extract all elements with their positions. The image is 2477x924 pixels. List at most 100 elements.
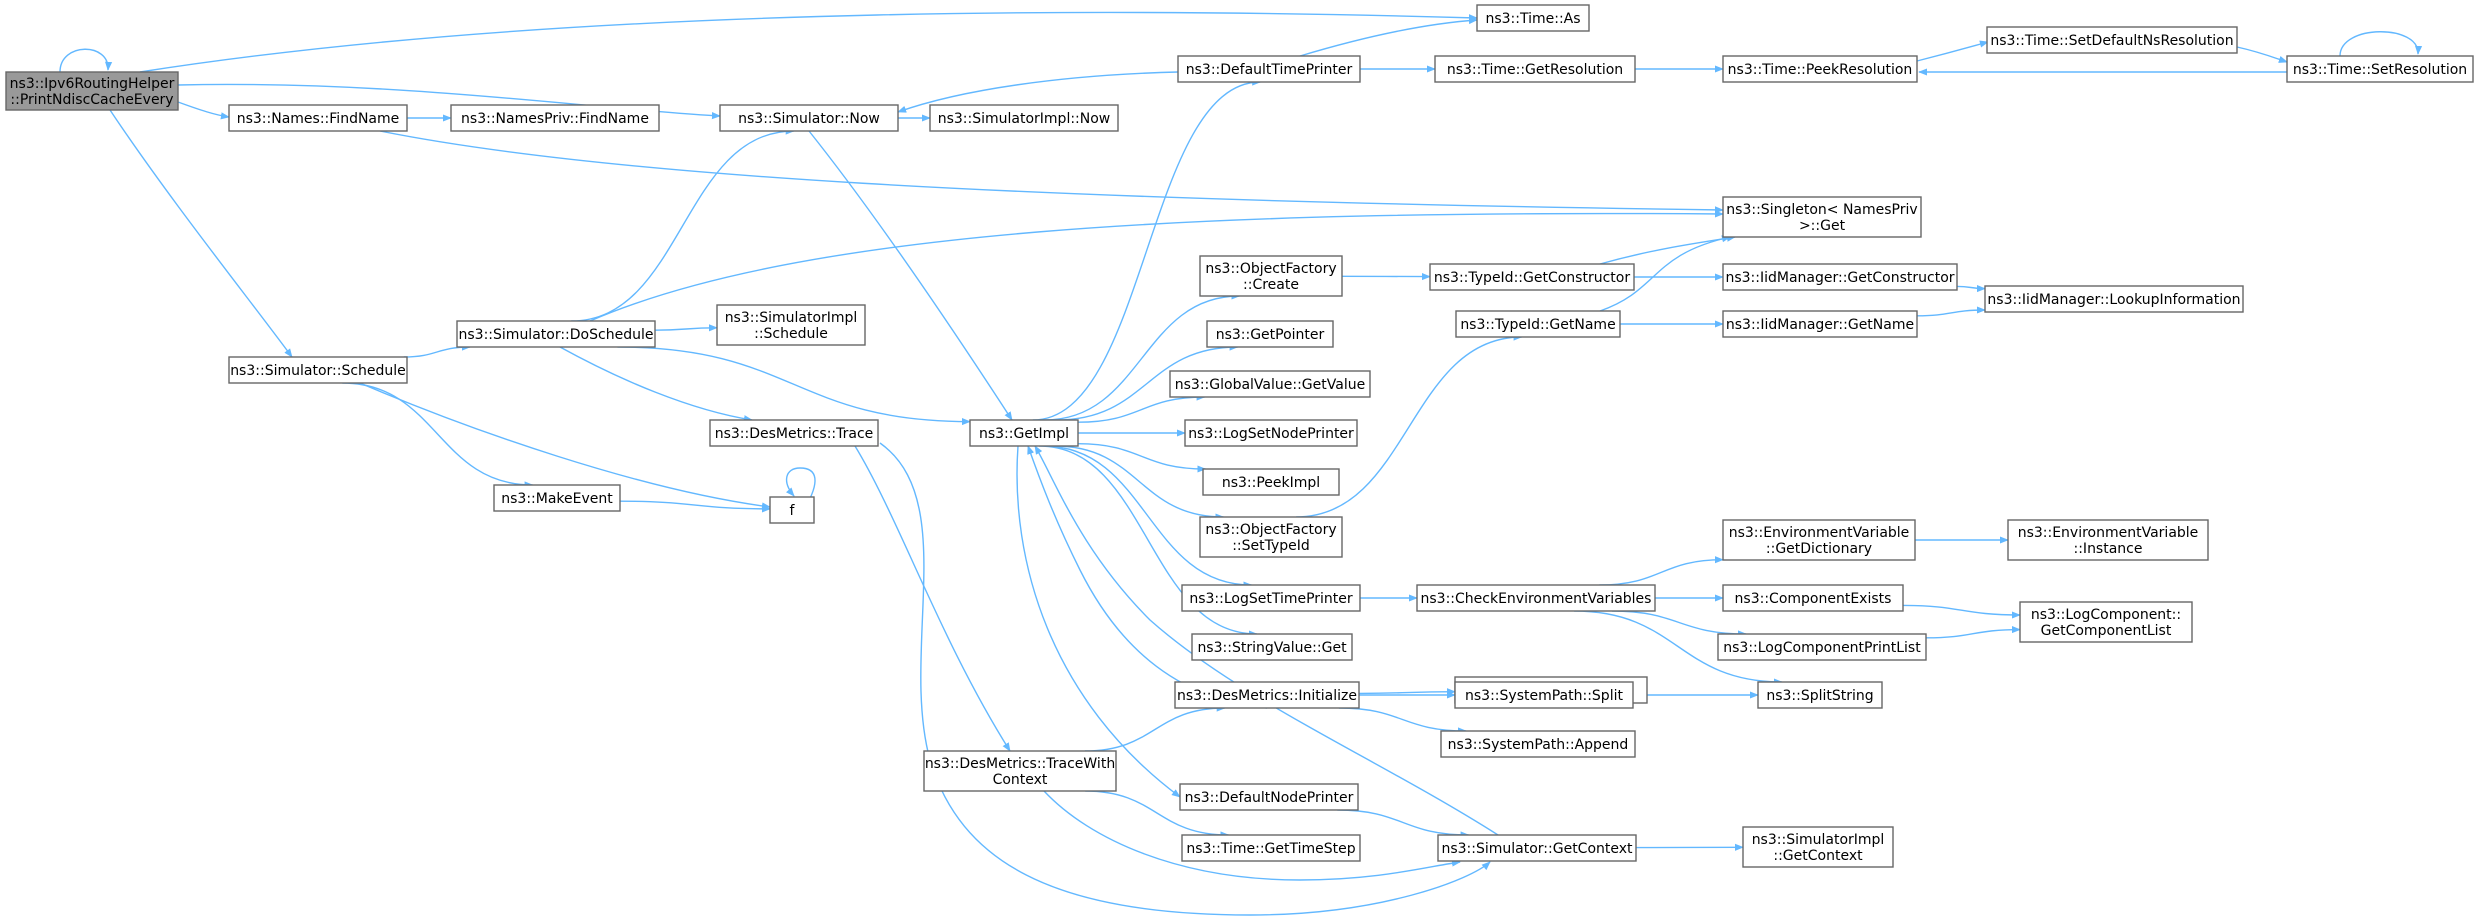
- node-box[interactable]: [1742, 826, 1894, 868]
- node-make-event[interactable]: ns3::MakeEvent: [493, 484, 621, 512]
- node-objfactory-settypeid[interactable]: ns3::ObjectFactory::SetTypeId: [1199, 516, 1343, 558]
- node-names-findname[interactable]: ns3::Names::FindName: [228, 104, 408, 132]
- node-get-impl[interactable]: ns3::GetImpl: [969, 419, 1079, 447]
- node-box[interactable]: [228, 356, 408, 384]
- node-box[interactable]: [1434, 55, 1636, 83]
- node-box[interactable]: [2019, 601, 2193, 643]
- node-box[interactable]: [228, 104, 408, 132]
- node-box[interactable]: [716, 304, 866, 346]
- node-box[interactable]: [493, 484, 621, 512]
- node-box[interactable]: [1191, 633, 1353, 661]
- node-box[interactable]: [2286, 55, 2474, 83]
- node-box[interactable]: [1986, 26, 2238, 54]
- node-box[interactable]: [450, 104, 660, 132]
- node-globalvalue-getvalue[interactable]: ns3::GlobalValue::GetValue: [1169, 370, 1371, 398]
- node-logset-nodeprinter[interactable]: ns3::LogSetNodePrinter: [1184, 419, 1358, 447]
- node-time-peekres[interactable]: ns3::Time::PeekResolution: [1722, 55, 1918, 83]
- edge-get_impl-to-peek_impl: [1077, 443, 1207, 473]
- node-box[interactable]: [1722, 55, 1918, 83]
- node-time-gettimestep[interactable]: ns3::Time::GetTimeStep: [1181, 834, 1361, 862]
- node-typeid-getname[interactable]: ns3::TypeId::GetName: [1455, 310, 1621, 338]
- node-box[interactable]: [456, 320, 656, 348]
- node-component-exists[interactable]: ns3::ComponentExists: [1722, 584, 1904, 612]
- node-iidmgr-lookup[interactable]: ns3::IidManager::LookupInformation: [1984, 285, 2244, 313]
- node-desmetrics-init[interactable]: ns3::DesMetrics::Initialize: [1174, 681, 1360, 709]
- node-root[interactable]: ns3::Ipv6RoutingHelper::PrintNdiscCacheE…: [5, 71, 179, 111]
- node-logcomp-getlist[interactable]: ns3::LogComponent::GetComponentList: [2019, 601, 2193, 643]
- node-box[interactable]: [1206, 320, 1334, 348]
- edge-path: [1925, 626, 2021, 639]
- node-box[interactable]: [1181, 834, 1361, 862]
- node-box[interactable]: [2007, 519, 2209, 561]
- node-sim-getcontext[interactable]: ns3::Simulator::GetContext: [1437, 834, 1637, 862]
- node-sim-schedule[interactable]: ns3::Simulator::Schedule: [228, 356, 408, 384]
- node-stringvalue-get[interactable]: ns3::StringValue::Get: [1191, 633, 1353, 661]
- node-time-setdefres[interactable]: ns3::Time::SetDefaultNsResolution: [1986, 26, 2238, 54]
- node-default-time-printer[interactable]: ns3::DefaultTimePrinter: [1177, 55, 1361, 83]
- node-box[interactable]: [1722, 584, 1904, 612]
- node-time-getres[interactable]: ns3::Time::GetResolution: [1434, 55, 1636, 83]
- node-time-as[interactable]: ns3::Time::As: [1476, 4, 1590, 32]
- node-box[interactable]: [1440, 730, 1636, 758]
- node-sim-now[interactable]: ns3::Simulator::Now: [719, 104, 899, 132]
- node-box[interactable]: [5, 71, 179, 111]
- node-get-pointer[interactable]: ns3::GetPointer: [1206, 320, 1334, 348]
- node-default-node-printer[interactable]: ns3::DefaultNodePrinter: [1179, 783, 1359, 811]
- edge-make_event-to-f: [619, 500, 771, 513]
- node-logset-timeprinter[interactable]: ns3::LogSetTimePrinter: [1181, 584, 1361, 612]
- node-objfactory-create[interactable]: ns3::ObjectFactory::Create: [1199, 255, 1343, 297]
- node-box[interactable]: [969, 419, 1079, 447]
- node-box[interactable]: [1181, 584, 1361, 612]
- node-f[interactable]: f: [769, 496, 815, 524]
- node-iidmgr-getname[interactable]: ns3::IidManager::GetName: [1722, 310, 1918, 338]
- node-box[interactable]: [1179, 783, 1359, 811]
- node-split-string[interactable]: ns3::SplitString: [1757, 681, 1883, 709]
- node-box[interactable]: [719, 104, 899, 132]
- node-box[interactable]: [923, 750, 1117, 792]
- node-simimpl-getcontext[interactable]: ns3::SimulatorImpl::GetContext: [1742, 826, 1894, 868]
- node-box[interactable]: [1476, 4, 1590, 32]
- node-env-instance[interactable]: ns3::EnvironmentVariable::Instance: [2007, 519, 2209, 561]
- node-box[interactable]: [1429, 263, 1635, 291]
- node-simimpl-now[interactable]: ns3::SimulatorImpl::Now: [929, 104, 1119, 132]
- node-box[interactable]: [1184, 419, 1358, 447]
- edge-path: [2339, 31, 2423, 57]
- node-box[interactable]: [1722, 310, 1918, 338]
- node-time-setres[interactable]: ns3::Time::SetResolution: [2286, 55, 2474, 83]
- node-desmetrics-trace[interactable]: ns3::DesMetrics::Trace: [709, 419, 879, 447]
- node-logcomp-printlist[interactable]: ns3::LogComponentPrintList: [1717, 633, 1927, 661]
- node-syspath-append[interactable]: ns3::SystemPath::Append: [1440, 730, 1636, 758]
- node-box[interactable]: [1757, 681, 1883, 709]
- node-check-envvars[interactable]: ns3::CheckEnvironmentVariables: [1416, 584, 1656, 612]
- node-box[interactable]: [1202, 468, 1340, 496]
- node-iidmgr-getctor[interactable]: ns3::IidManager::GetConstructor: [1722, 263, 1958, 291]
- node-simimpl-schedule[interactable]: ns3::SimulatorImpl::Schedule: [716, 304, 866, 346]
- node-env-getdict[interactable]: ns3::EnvironmentVariable::GetDictionary: [1722, 519, 1916, 561]
- node-syspath-split[interactable]: ns3::SystemPath::Split: [1454, 681, 1634, 709]
- node-namespriv-findname[interactable]: ns3::NamesPriv::FindName: [450, 104, 660, 132]
- node-box[interactable]: [1174, 681, 1360, 709]
- node-box[interactable]: [709, 419, 879, 447]
- node-sim-doschedule[interactable]: ns3::Simulator::DoSchedule: [456, 320, 656, 348]
- node-typeid-getctor[interactable]: ns3::TypeId::GetConstructor: [1429, 263, 1635, 291]
- node-box[interactable]: [1199, 516, 1343, 558]
- node-box[interactable]: [1416, 584, 1656, 612]
- node-box[interactable]: [769, 496, 815, 524]
- node-box[interactable]: [1169, 370, 1371, 398]
- node-box[interactable]: [1722, 196, 1922, 238]
- node-box[interactable]: [1722, 263, 1958, 291]
- node-box[interactable]: [1437, 834, 1637, 862]
- node-box[interactable]: [1984, 285, 2244, 313]
- node-box[interactable]: [1199, 255, 1343, 297]
- node-box[interactable]: [1722, 519, 1916, 561]
- node-box[interactable]: [1717, 633, 1927, 661]
- edge-names_findname-to-singleton_get: [379, 130, 1724, 214]
- node-peek-impl[interactable]: ns3::PeekImpl: [1202, 468, 1340, 496]
- edge-path: [1032, 78, 1262, 421]
- node-box[interactable]: [1177, 55, 1361, 83]
- node-box[interactable]: [929, 104, 1119, 132]
- node-singleton-get[interactable]: ns3::Singleton< NamesPriv >::Get: [1722, 196, 1922, 238]
- node-box[interactable]: [1455, 310, 1621, 338]
- node-box[interactable]: [1454, 681, 1634, 709]
